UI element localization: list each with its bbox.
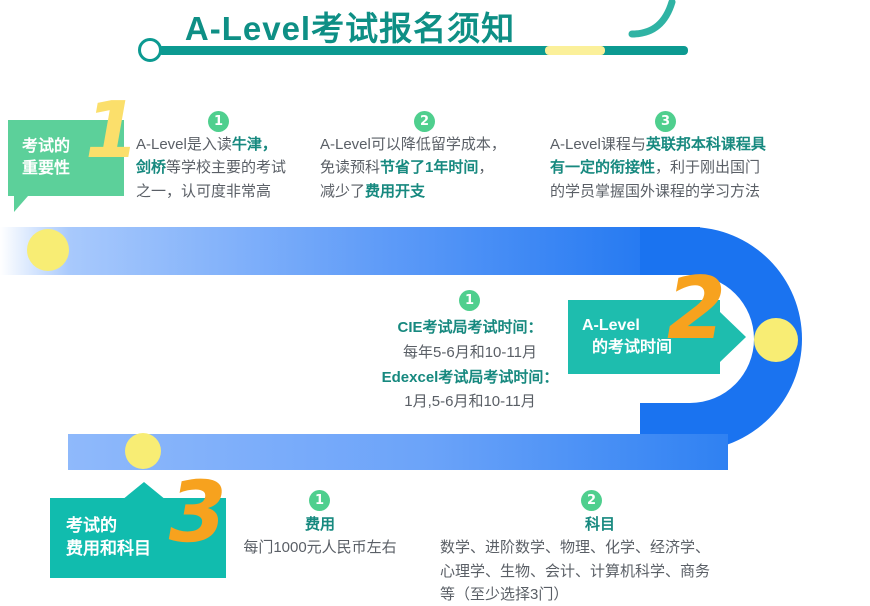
subjects-line-2: 心理学、生物、会计、计算机科学、商务 (440, 562, 711, 580)
edexcel-exam-time-label: Edexcel考试局考试时间： (381, 368, 559, 386)
section-3-label-box: 考试的 费用和科目 3 (50, 463, 235, 578)
section-3-label-line1: 考试的 (66, 516, 117, 536)
title-arc-icon (628, 0, 676, 38)
ribbon-bottom (68, 434, 728, 470)
section-3-box-notch (122, 482, 166, 500)
section-1-label-box: 考试的 重要性 1 (8, 86, 146, 212)
section-1-item-3-text: A-Level课程与英联邦本科课程具有一定的衔接性，利于刚出国门的学员掌握国外课… (550, 136, 766, 200)
section-1-item-3-badge: 3 (655, 111, 676, 132)
title-circle-marker (138, 38, 162, 62)
dot-marker-3 (125, 433, 161, 469)
dot-marker-2 (754, 318, 798, 362)
cie-exam-time-value: 每年5-6月和10-11月 (403, 343, 537, 361)
section-3-fee-block: 费用 每门1000元人民币左右 (232, 513, 408, 560)
title-underline (158, 46, 688, 55)
section-3-label-line2: 费用和科目 (66, 539, 151, 558)
cie-exam-time-label: CIE考试局考试时间： (397, 319, 543, 336)
page-title: A-Level考试报名须知 (184, 10, 516, 47)
section-3-item-2-badge: 2 (581, 490, 602, 511)
subjects-line-1: 数学、进阶数学、物理、化学、经济学、 (440, 539, 711, 557)
ribbon-right-loop (640, 227, 802, 451)
section-2-label-box: A-Level 的考试时间 2 (568, 259, 746, 374)
section-2-label-line1: A-Level (582, 317, 640, 335)
section-3-subjects-block: 科目 数学、进阶数学、物理、化学、经济学、 心理学、生物、会计、计算机科学、商务… (440, 513, 760, 606)
section-1-box-tail (14, 196, 28, 212)
title-underline-highlight (545, 46, 605, 55)
section-1-label-line2: 重要性 (22, 160, 71, 177)
ribbon-top (0, 227, 700, 275)
section-2-schedule-list: CIE考试局考试时间： 每年5-6月和10-11月 Edexcel考试局考试时间… (370, 316, 570, 415)
subjects-heading: 科目 (584, 516, 615, 533)
section-1-item-1-text: A-Level是入读牛津，剑桥等学校主要的考试之一，认可度非常高 (136, 136, 287, 200)
section-1-item-1-badge: 1 (208, 111, 229, 132)
section-1-item-2-badge: 2 (414, 111, 435, 132)
dot-marker-1 (27, 229, 69, 271)
section-2-item-1-badge: 1 (459, 290, 480, 311)
section-2-label-line2: 的考试时间 (592, 339, 673, 356)
section-1-item-2-text: A-Level可以降低留学成本，免读预科节省了1年时间，减少了费用开支 (320, 136, 506, 200)
section-2-box-arrow (720, 312, 746, 362)
section-3-item-1-badge: 1 (309, 490, 330, 511)
fee-heading: 费用 (304, 516, 335, 533)
edexcel-exam-time-value: 1月,5-6月和10-11月 (404, 393, 536, 411)
fee-value: 每门1000元人民币左右 (243, 539, 397, 557)
section-1-label-line1: 考试的 (22, 138, 71, 156)
title-block: A-Level考试报名须知 (0, 0, 870, 70)
subjects-line-3: 等（至少选择3门） (440, 585, 569, 603)
